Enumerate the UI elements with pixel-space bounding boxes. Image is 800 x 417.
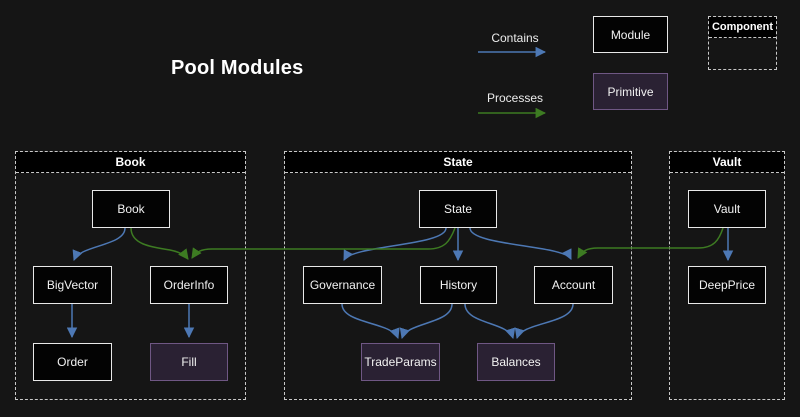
diagram-title: Pool Modules <box>171 57 304 79</box>
cluster-state: State <box>284 151 632 400</box>
cluster-vault-header: Vault <box>670 152 784 173</box>
legend-primitive-node: Primitive <box>593 73 668 110</box>
node-deepprice-label: DeepPrice <box>698 278 756 292</box>
node-orderinfo: OrderInfo <box>150 266 228 304</box>
node-history-label: History <box>439 278 478 292</box>
node-balances: Balances <box>477 343 555 381</box>
node-governance: Governance <box>303 266 382 304</box>
node-bigvector: BigVector <box>33 266 112 304</box>
node-book: Book <box>92 190 170 228</box>
node-account-label: Account <box>551 278 596 292</box>
node-book-label: Book <box>117 202 145 216</box>
legend-component-label: Component <box>709 17 776 38</box>
legend-module-node: Module <box>593 16 668 53</box>
cluster-vault: Vault <box>669 151 785 400</box>
legend-primitive-label: Primitive <box>607 84 654 99</box>
legend-module-label: Module <box>610 27 651 42</box>
node-order: Order <box>33 343 112 381</box>
node-fill-label: Fill <box>181 355 197 369</box>
node-deepprice: DeepPrice <box>688 266 766 304</box>
node-state: State <box>419 190 497 228</box>
cluster-book-header: Book <box>16 152 245 173</box>
node-history: History <box>420 266 497 304</box>
node-vault: Vault <box>688 190 766 228</box>
node-orderinfo-label: OrderInfo <box>163 278 215 292</box>
node-tradeparams-label: TradeParams <box>364 355 437 369</box>
node-balances-label: Balances <box>491 355 541 369</box>
cluster-book: Book <box>15 151 246 400</box>
node-vault-label: Vault <box>713 202 741 216</box>
legend-contains-label: Contains <box>491 31 539 45</box>
node-account: Account <box>534 266 613 304</box>
node-tradeparams: TradeParams <box>361 343 440 381</box>
node-governance-label: Governance <box>309 278 376 292</box>
node-state-label: State <box>443 202 473 216</box>
legend-component-box: Component <box>708 16 777 70</box>
legend-processes-label: Processes <box>486 91 544 105</box>
node-order-label: Order <box>57 355 88 369</box>
node-fill: Fill <box>150 343 228 381</box>
node-bigvector-label: BigVector <box>46 278 99 292</box>
cluster-state-header: State <box>285 152 631 173</box>
